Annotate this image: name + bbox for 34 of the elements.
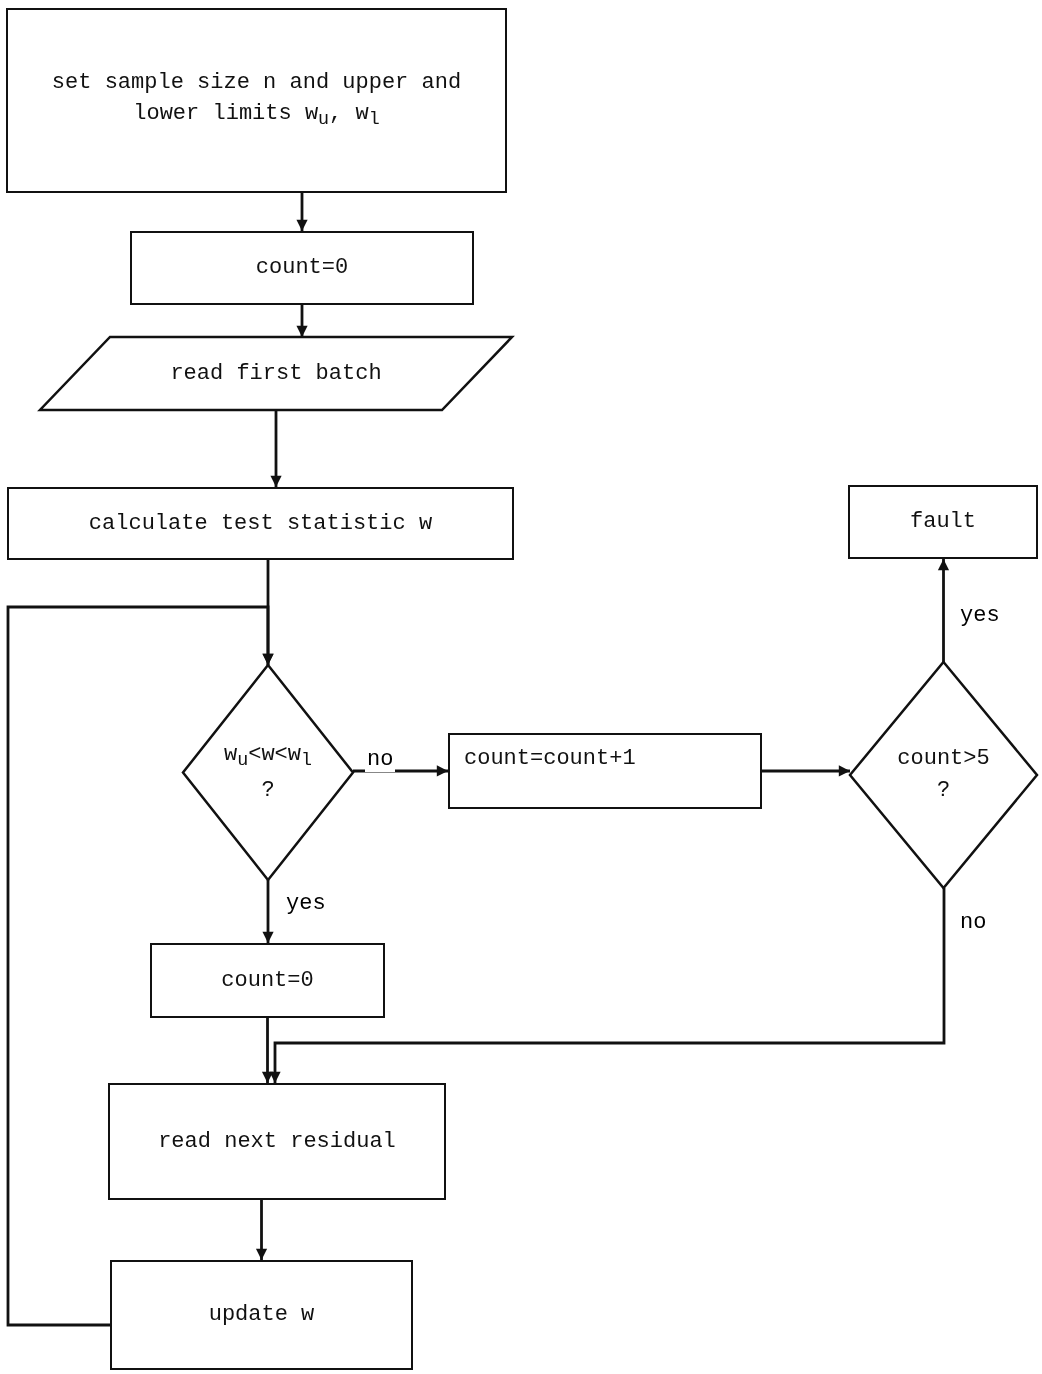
node-text: fault [910, 508, 976, 537]
node-text: set sample size n and upper and lower limits w$_{u}$, w$_{l}$ [50, 68, 463, 133]
process-box [6, 8, 507, 193]
decision-diamond [850, 662, 1037, 888]
arrow [762, 765, 850, 777]
arrow [296, 305, 308, 337]
process-box [110, 1260, 413, 1370]
process-box [7, 487, 514, 560]
arrow [255, 1200, 268, 1260]
node-text: read first batch [170, 359, 382, 388]
arrow [296, 193, 308, 231]
node-text: ? [261, 776, 275, 805]
node-text: count>5 [897, 745, 990, 774]
arrow [261, 1018, 274, 1083]
arrow [6, 605, 274, 1327]
arrow [262, 880, 274, 943]
node-text: update w [208, 1301, 315, 1330]
arrow [937, 559, 950, 662]
node-text: w$_{u}$<w<w$_{l}$ [224, 740, 312, 773]
process-box [848, 485, 1038, 559]
decision-diamond [183, 665, 353, 880]
node-text: read next residual [158, 1127, 396, 1156]
process-box [448, 733, 762, 809]
node-text: ? [936, 777, 951, 805]
node-text: calculate test statistic w [88, 509, 433, 538]
process-box [150, 943, 385, 1018]
process-box [108, 1083, 446, 1200]
node-text: count=0 [221, 966, 314, 995]
node-text: count=count+1 [464, 745, 636, 773]
process-box [130, 231, 474, 305]
node-text: count=0 [255, 254, 349, 283]
arrow [270, 410, 282, 487]
arrow [269, 888, 946, 1083]
input-parallelogram [40, 337, 512, 410]
